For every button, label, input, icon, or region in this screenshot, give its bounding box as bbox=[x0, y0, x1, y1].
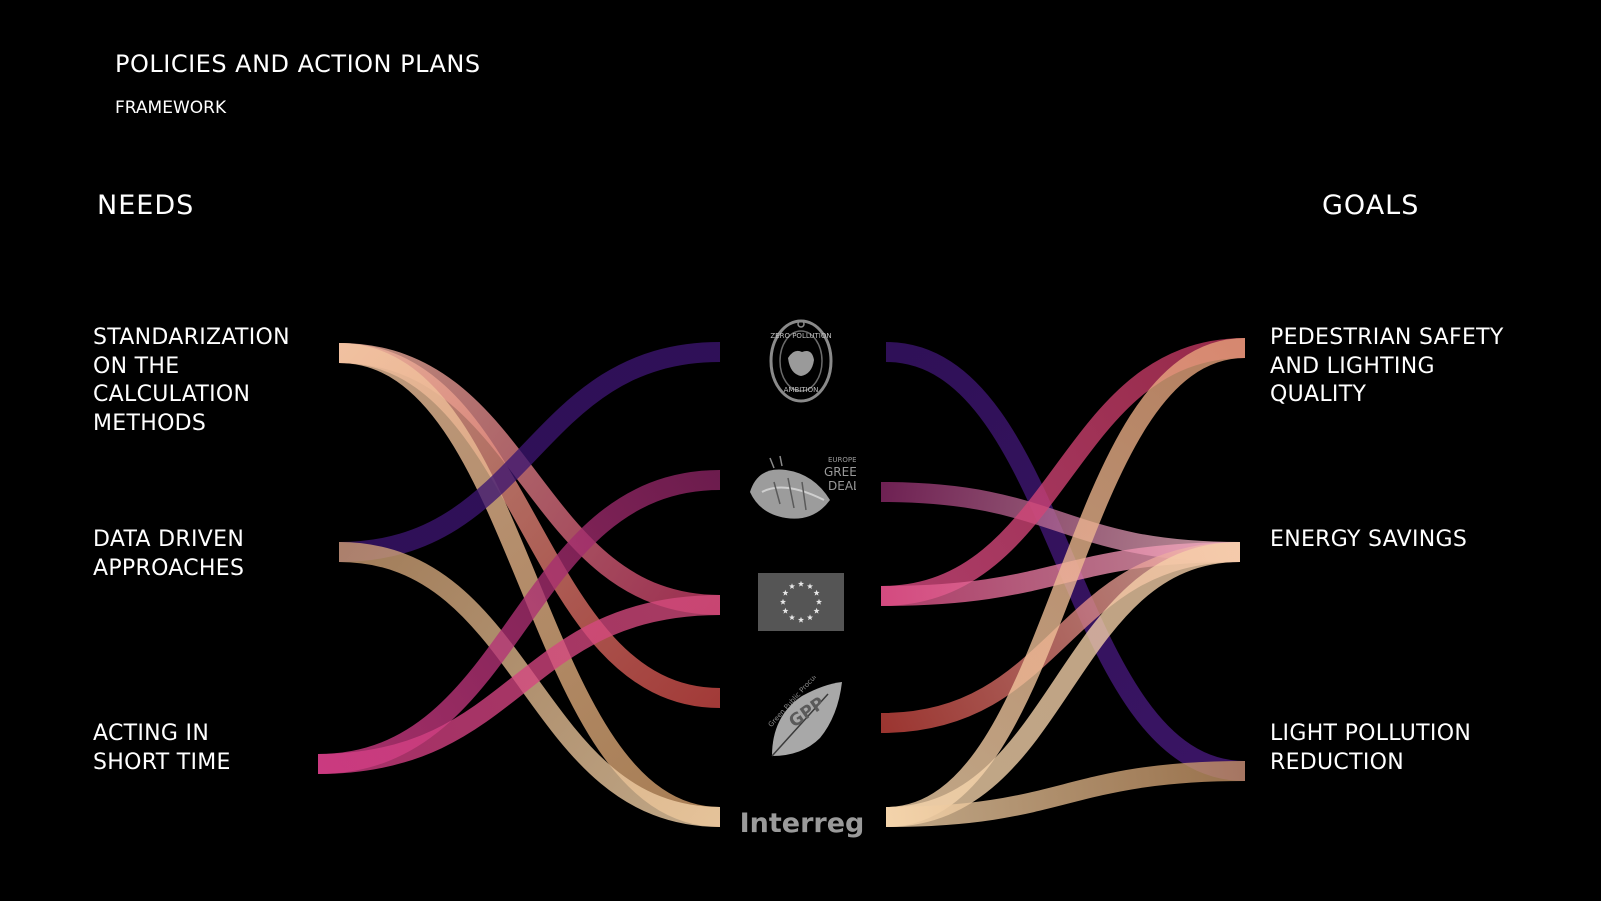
page-title: POLICIES AND ACTION PLANS bbox=[115, 50, 481, 78]
goal-label-energy-savings: ENERGY SAVINGS bbox=[1270, 527, 1468, 552]
eu-star-icon bbox=[788, 614, 796, 621]
european-green-deal-logo: EUROPEAN GREEN DEAL bbox=[750, 455, 856, 519]
flow-interreg-to-lightpollution bbox=[885, 761, 1246, 827]
need-label-standardization: STANDARIZATION ON THE CALCULATION METHOD… bbox=[93, 325, 290, 436]
eu-star-icon bbox=[806, 614, 814, 621]
flows-needs-to-policies bbox=[317, 342, 721, 827]
needs-heading: NEEDS bbox=[97, 190, 195, 221]
green-public-procurement-logo: GPP Green Public Procurement bbox=[767, 676, 842, 757]
eu-star-icon bbox=[813, 589, 820, 596]
eu-flag-logo bbox=[758, 573, 844, 631]
eu-star-icon bbox=[782, 607, 789, 614]
eu-star-icon bbox=[797, 580, 805, 587]
eu-star-icon bbox=[788, 583, 796, 589]
green-deal-text-deal: DEAL bbox=[828, 479, 856, 493]
interreg-logo-text: Interreg bbox=[740, 808, 865, 839]
goal-label-light-pollution: LIGHT POLLUTION REDUCTION bbox=[1270, 721, 1472, 775]
eu-star-icon bbox=[779, 598, 787, 605]
eu-star-icon bbox=[813, 607, 820, 614]
zero-pollution-logo-text: ZERO POLLUTION bbox=[770, 332, 831, 340]
flow-standardization-to-interreg bbox=[338, 343, 721, 827]
need-label-acting-short-time: ACTING IN SHORT TIME bbox=[93, 721, 231, 775]
goal-label-pedestrian-safety: PEDESTRIAN SAFETY AND LIGHTING QUALITY bbox=[1270, 325, 1504, 407]
need-label-data-driven: DATA DRIVEN APPROACHES bbox=[93, 527, 245, 581]
eu-star-icon bbox=[797, 616, 805, 623]
green-deal-text-green: GREEN bbox=[824, 465, 856, 479]
flow-interreg-to-energy bbox=[885, 542, 1241, 827]
goals-heading: GOALS bbox=[1322, 190, 1420, 221]
flow-standardization-to-gpp bbox=[338, 343, 721, 708]
flow-short-to-eu bbox=[317, 595, 721, 774]
eu-star-icon bbox=[806, 583, 814, 589]
page-subtitle: FRAMEWORK bbox=[115, 98, 227, 118]
flow-data-to-zero-pollution bbox=[338, 342, 721, 562]
ambition-logo-text: AMBITION bbox=[784, 386, 819, 394]
interreg-logo: Interreg bbox=[740, 808, 865, 839]
green-deal-text-european: EUROPEAN bbox=[828, 456, 856, 464]
eu-star-icon bbox=[815, 598, 823, 605]
flows-policies-to-goals bbox=[880, 338, 1246, 827]
eu-star-icon bbox=[782, 589, 789, 596]
zero-pollution-ambition-logo: ZERO POLLUTION AMBITION bbox=[769, 319, 833, 403]
